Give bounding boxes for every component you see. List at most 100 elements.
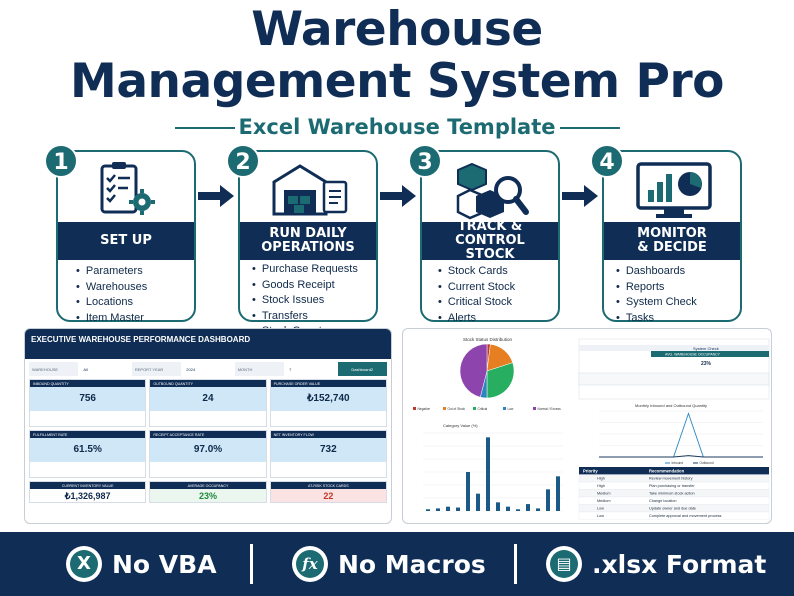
filter-month-select[interactable]: 7	[286, 362, 336, 376]
feature-label: No Macros	[338, 549, 486, 579]
step-item: Locations	[76, 295, 147, 311]
step-item: Tasks	[616, 311, 697, 327]
legend-swatch	[503, 407, 506, 410]
step-item: Parameters	[76, 264, 147, 280]
charts-screenshot: Stock Status Distribution Negative Out of…	[402, 328, 772, 524]
table-cell: Review movement history	[649, 477, 693, 481]
kpi-value: 97.0%	[150, 438, 266, 462]
kpi-value: 732	[270, 438, 386, 462]
feature-xlsx-format: ▤ .xlsx Format	[546, 546, 766, 582]
bar	[436, 508, 440, 511]
step-title: RUN DAILY OPERATIONS	[240, 222, 376, 260]
kpi-card: PURCHASE ORDER VALUE₺152,740	[269, 379, 387, 427]
table-cell: Change location	[649, 499, 676, 503]
spreadsheet-file-icon: ▤	[546, 546, 582, 582]
step-item: Dashboards	[616, 264, 697, 280]
filter-label: REPORT YEAR	[131, 362, 182, 376]
filter-row: WAREHOUSE All REPORT YEAR 2024 MONTH 7 D…	[29, 362, 387, 376]
step-items: Stock Cards Current Stock Critical Stock…	[438, 264, 515, 326]
step-item: Stock Cards	[438, 264, 515, 280]
step-item: Goods Receipt	[252, 278, 358, 294]
arrow-right-icon	[380, 185, 416, 207]
dashboard-button[interactable]: Dashboard2	[337, 362, 387, 376]
kpi-value: ₺152,740	[270, 387, 386, 411]
bar	[426, 509, 430, 511]
table-cell: Medium	[597, 499, 611, 503]
legend-label: Out of Stock	[448, 407, 466, 411]
bar	[516, 509, 520, 511]
step-monitor: 4 MONITOR & DECIDE Dashboards Reports Sy…	[590, 144, 742, 324]
excel-x-icon: X	[66, 546, 102, 582]
filter-warehouse-select[interactable]: All	[80, 362, 130, 376]
legend-swatch	[413, 407, 416, 410]
step-item: Stock Issues	[252, 293, 358, 309]
bar	[506, 506, 510, 511]
pie-slice	[486, 362, 515, 399]
step-track: 3 TRACK & CONTROL STOCK Stock Cards Curr…	[408, 144, 560, 324]
separator	[514, 544, 517, 584]
step-items: Parameters Warehouses Locations Item Mas…	[76, 264, 147, 326]
legend-swatch	[443, 407, 446, 410]
bar	[556, 476, 560, 511]
kpi-label: OUTBOUND QUANTITY	[150, 380, 266, 387]
pie-title: Stock Status Distribution	[463, 337, 513, 342]
legend-label: Low	[508, 407, 515, 411]
kpi-label: AVERAGE OCCUPANCY	[150, 482, 266, 489]
subtitle-line-right	[560, 127, 620, 129]
kpi-label: FULFILLMENT RATE	[30, 431, 146, 438]
table-cell: Low	[597, 507, 604, 511]
step-item: Critical Stock	[438, 295, 515, 311]
dashboard-subheader	[25, 349, 391, 359]
features-bar	[0, 532, 794, 596]
step-number: 4	[590, 144, 624, 178]
table-cell: High	[597, 484, 605, 488]
step-item: Transfers	[252, 309, 358, 325]
legend-label: Normal / Excess	[538, 407, 562, 411]
step-item: Reports	[616, 280, 697, 296]
legend-swatch	[533, 407, 536, 410]
system-check-label: System Check	[693, 346, 719, 351]
occupancy-label: AVG. WAREHOUSE OCCUPANCY	[665, 353, 721, 357]
kpi-label: INBOUND QUANTITY	[30, 380, 146, 387]
legend-label: Negative	[418, 407, 431, 411]
bar	[536, 508, 540, 511]
table-cell: Medium	[597, 492, 611, 496]
bar	[476, 493, 480, 511]
step-number: 1	[44, 144, 78, 178]
pie-slice	[459, 343, 488, 398]
boxes-magnifier-icon	[456, 162, 529, 220]
feature-no-macros: fx No Macros	[292, 546, 486, 582]
table-header-bg	[579, 467, 769, 475]
dashboard-screenshot: EXECUTIVE WAREHOUSE PERFORMANCE DASHBOAR…	[24, 328, 392, 524]
kpi-label: PURCHASE ORDER VALUE	[270, 380, 386, 387]
step-item: Purchase Requests	[252, 262, 358, 278]
subtitle-wrap: Excel Warehouse Template	[0, 114, 794, 140]
table-cell: Complete approval and movement process	[649, 514, 721, 518]
filter-label: MONTH	[234, 362, 285, 376]
feature-label: .xlsx Format	[592, 549, 767, 579]
arrow-right-icon	[562, 185, 598, 207]
kpi-value: ₺1,326,987	[64, 491, 111, 501]
monitor-chart-icon	[636, 162, 712, 218]
filter-year-select[interactable]: 2024	[183, 362, 233, 376]
pie-chart	[459, 343, 515, 399]
kpi-label: AT-RISK STOCK CARDS	[270, 482, 386, 489]
function-fx-icon: fx	[292, 546, 328, 582]
bar	[456, 507, 460, 511]
charts-canvas: Stock Status Distribution Negative Out of…	[413, 337, 770, 520]
kpi-value: 23%	[198, 491, 217, 501]
table-cell: Take minimum stock action	[649, 492, 695, 496]
step-item: Alerts	[438, 311, 515, 327]
arrow-right-icon	[198, 185, 234, 207]
step-title: SET UP	[58, 222, 194, 260]
step-item: System Check	[616, 295, 697, 311]
